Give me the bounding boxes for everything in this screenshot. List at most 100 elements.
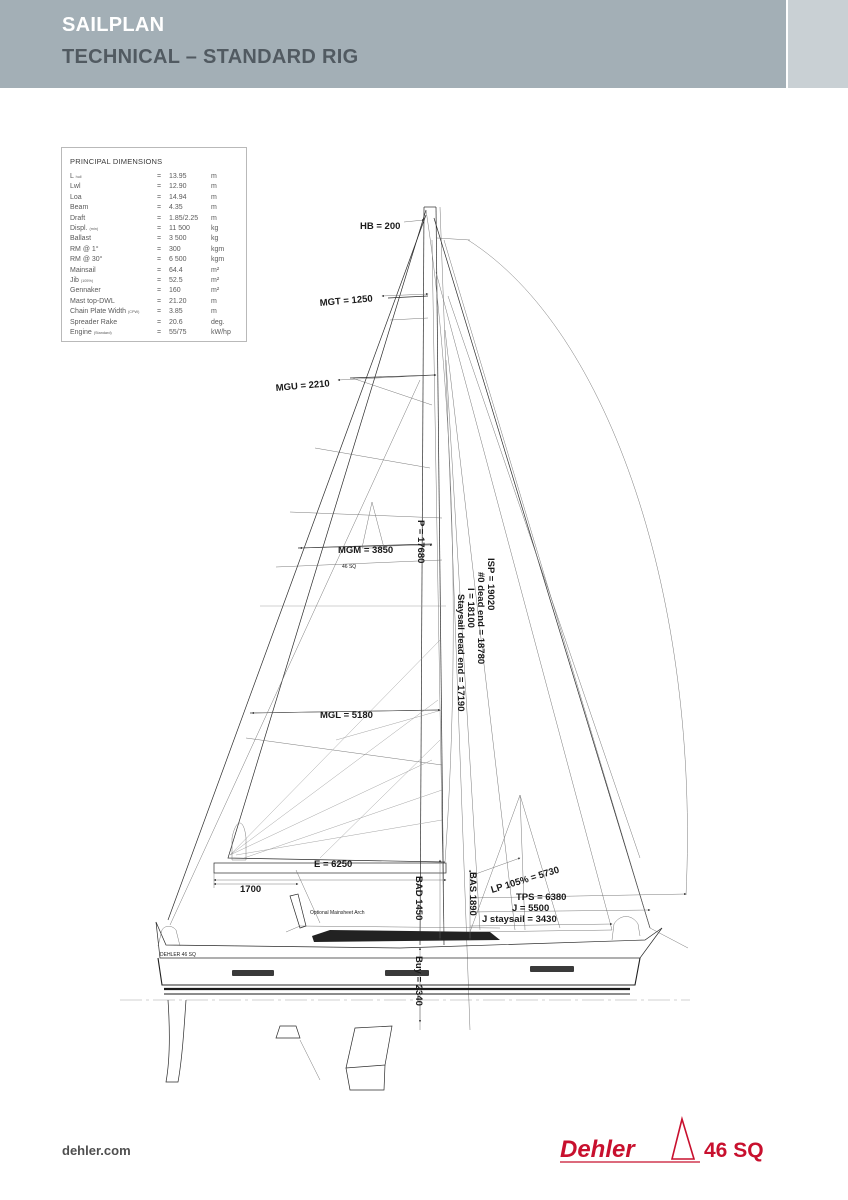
tps-label: TPS = 6380 — [516, 892, 566, 903]
dimension-label: RM @ 1° — [70, 245, 157, 255]
mgm-label: MGM = 3850 — [338, 545, 393, 556]
dimension-unit: m² — [211, 287, 220, 295]
dimension-value: 55/75 — [169, 329, 187, 337]
dimension-equals: = — [157, 235, 162, 243]
dimension-equals: = — [157, 225, 162, 233]
e-label: E = 6250 — [314, 859, 352, 870]
page-title: SAILPLAN — [62, 14, 165, 36]
mainsail — [227, 209, 454, 863]
dimension-label-text: Gennaker — [70, 287, 101, 295]
dimension-label: RM @ 30° — [70, 255, 157, 265]
dimension-equals: = — [157, 193, 162, 201]
dimension-label-qualifier: hull — [75, 175, 82, 179]
logo-brand-text: Dehler — [560, 1136, 636, 1163]
header-band: SAILPLAN TECHNICAL – STANDARD RIG — [0, 0, 786, 88]
header-tab — [788, 0, 848, 88]
dimension-label: Engine (Standard) — [70, 328, 157, 338]
dimension-unit: m — [211, 183, 217, 191]
dimension-label: Lwl — [70, 182, 157, 192]
dimension-label-text: Lwl — [70, 183, 81, 191]
staysail-dead-end-label: Staysail dead end = 17190 — [455, 594, 466, 712]
dimension-row: Gennaker = 160 m² — [70, 286, 241, 296]
dimension-label: Chain Plate Width (CPW) — [70, 307, 157, 317]
i-label: I = 18100 — [465, 588, 476, 628]
dead-end-0-label: #0 dead end = 18780 — [475, 572, 486, 664]
dimension-label: Gennaker — [70, 286, 157, 296]
dimension-unit: m² — [211, 266, 220, 274]
mgu-label: MGU = 2210 — [275, 378, 330, 394]
dimension-label-text: Spreader Rake — [70, 318, 118, 326]
dimension-equals: = — [157, 297, 162, 305]
dimension-label: Beam — [70, 203, 157, 213]
dimension-unit: kW/hp — [211, 329, 231, 337]
dimension-row: Ballast = 3 500 kg — [70, 234, 241, 244]
dimension-value: 3 500 — [169, 235, 187, 243]
dimension-equals: = — [157, 204, 162, 212]
dimension-label-text: Jib — [70, 277, 79, 285]
dimension-label: Loa — [70, 193, 157, 203]
dimension-equals: = — [157, 173, 162, 180]
backstay — [167, 214, 427, 926]
dimension-value: 13.95 — [169, 173, 187, 180]
dimension-unit: m — [211, 308, 217, 316]
dimension-label: Draft — [70, 214, 157, 224]
dimension-unit: m — [211, 214, 217, 222]
dimension-unit: kg — [211, 235, 219, 243]
mast — [419, 206, 471, 1031]
dimension-unit: m² — [211, 277, 220, 285]
dimension-label-text: Engine — [70, 329, 92, 337]
dimension-value: 300 — [169, 245, 181, 253]
principal-dimensions-heading: PRINCIPAL DIMENSIONS — [70, 157, 163, 166]
dimension-equals: = — [157, 287, 162, 295]
dimension-label: L hull — [70, 172, 157, 182]
hull-tag: DEHLER 46 SQ — [160, 952, 196, 958]
dimension-label-qualifier: (min) — [89, 227, 99, 232]
dimension-unit: m — [211, 297, 217, 305]
dimension-equals: = — [157, 266, 162, 274]
dimension-label-text: Ballast — [70, 235, 92, 243]
dimension-equals: = — [157, 277, 162, 285]
spreaders — [249, 295, 446, 714]
dimension-label-qualifier: (CPW) — [127, 310, 140, 315]
dimension-value: 12.90 — [169, 183, 187, 191]
boom — [213, 862, 447, 924]
dimension-label-text: Displ. — [70, 225, 88, 233]
dimension-value: 64.4 — [169, 266, 183, 274]
dimension-label: Ballast — [70, 234, 157, 244]
dimension-row: Lwl = 12.90 m — [70, 182, 241, 192]
dimension-value: 21.20 — [169, 297, 187, 305]
dimension-label-text: RM @ 1° — [70, 245, 99, 253]
dimension-label-text: L — [70, 173, 74, 180]
hb-label: HB = 200 — [360, 221, 400, 232]
j-label: J = 5500 — [512, 903, 549, 914]
dimension-value: 6 500 — [169, 256, 187, 264]
dimension-unit: m — [211, 204, 217, 212]
dimension-label-text: Beam — [70, 204, 89, 212]
mgl-label: MGL = 5180 — [320, 710, 373, 721]
dimension-label-text: Draft — [70, 214, 86, 222]
dimension-equals: = — [157, 329, 162, 337]
dimension-label-text: RM @ 30° — [70, 256, 103, 264]
bad-label: BAD 1450 — [413, 876, 424, 920]
hull — [155, 893, 689, 995]
mainsheet-arch-label: Optional Mainsheet Arch — [310, 910, 365, 916]
dimension-equals: = — [157, 183, 162, 191]
page-subtitle: TECHNICAL – STANDARD RIG — [62, 46, 359, 68]
dimension-unit: kg — [211, 225, 219, 233]
dimension-value: 1.85/2.25 — [169, 214, 199, 222]
dimension-label: Displ. (min) — [70, 224, 157, 234]
dimension-value: 160 — [169, 287, 181, 295]
dimension-label-qualifier: (Standard) — [93, 331, 112, 336]
dimension-unit: m — [211, 173, 217, 180]
dimension-value: 3.85 — [169, 308, 183, 316]
